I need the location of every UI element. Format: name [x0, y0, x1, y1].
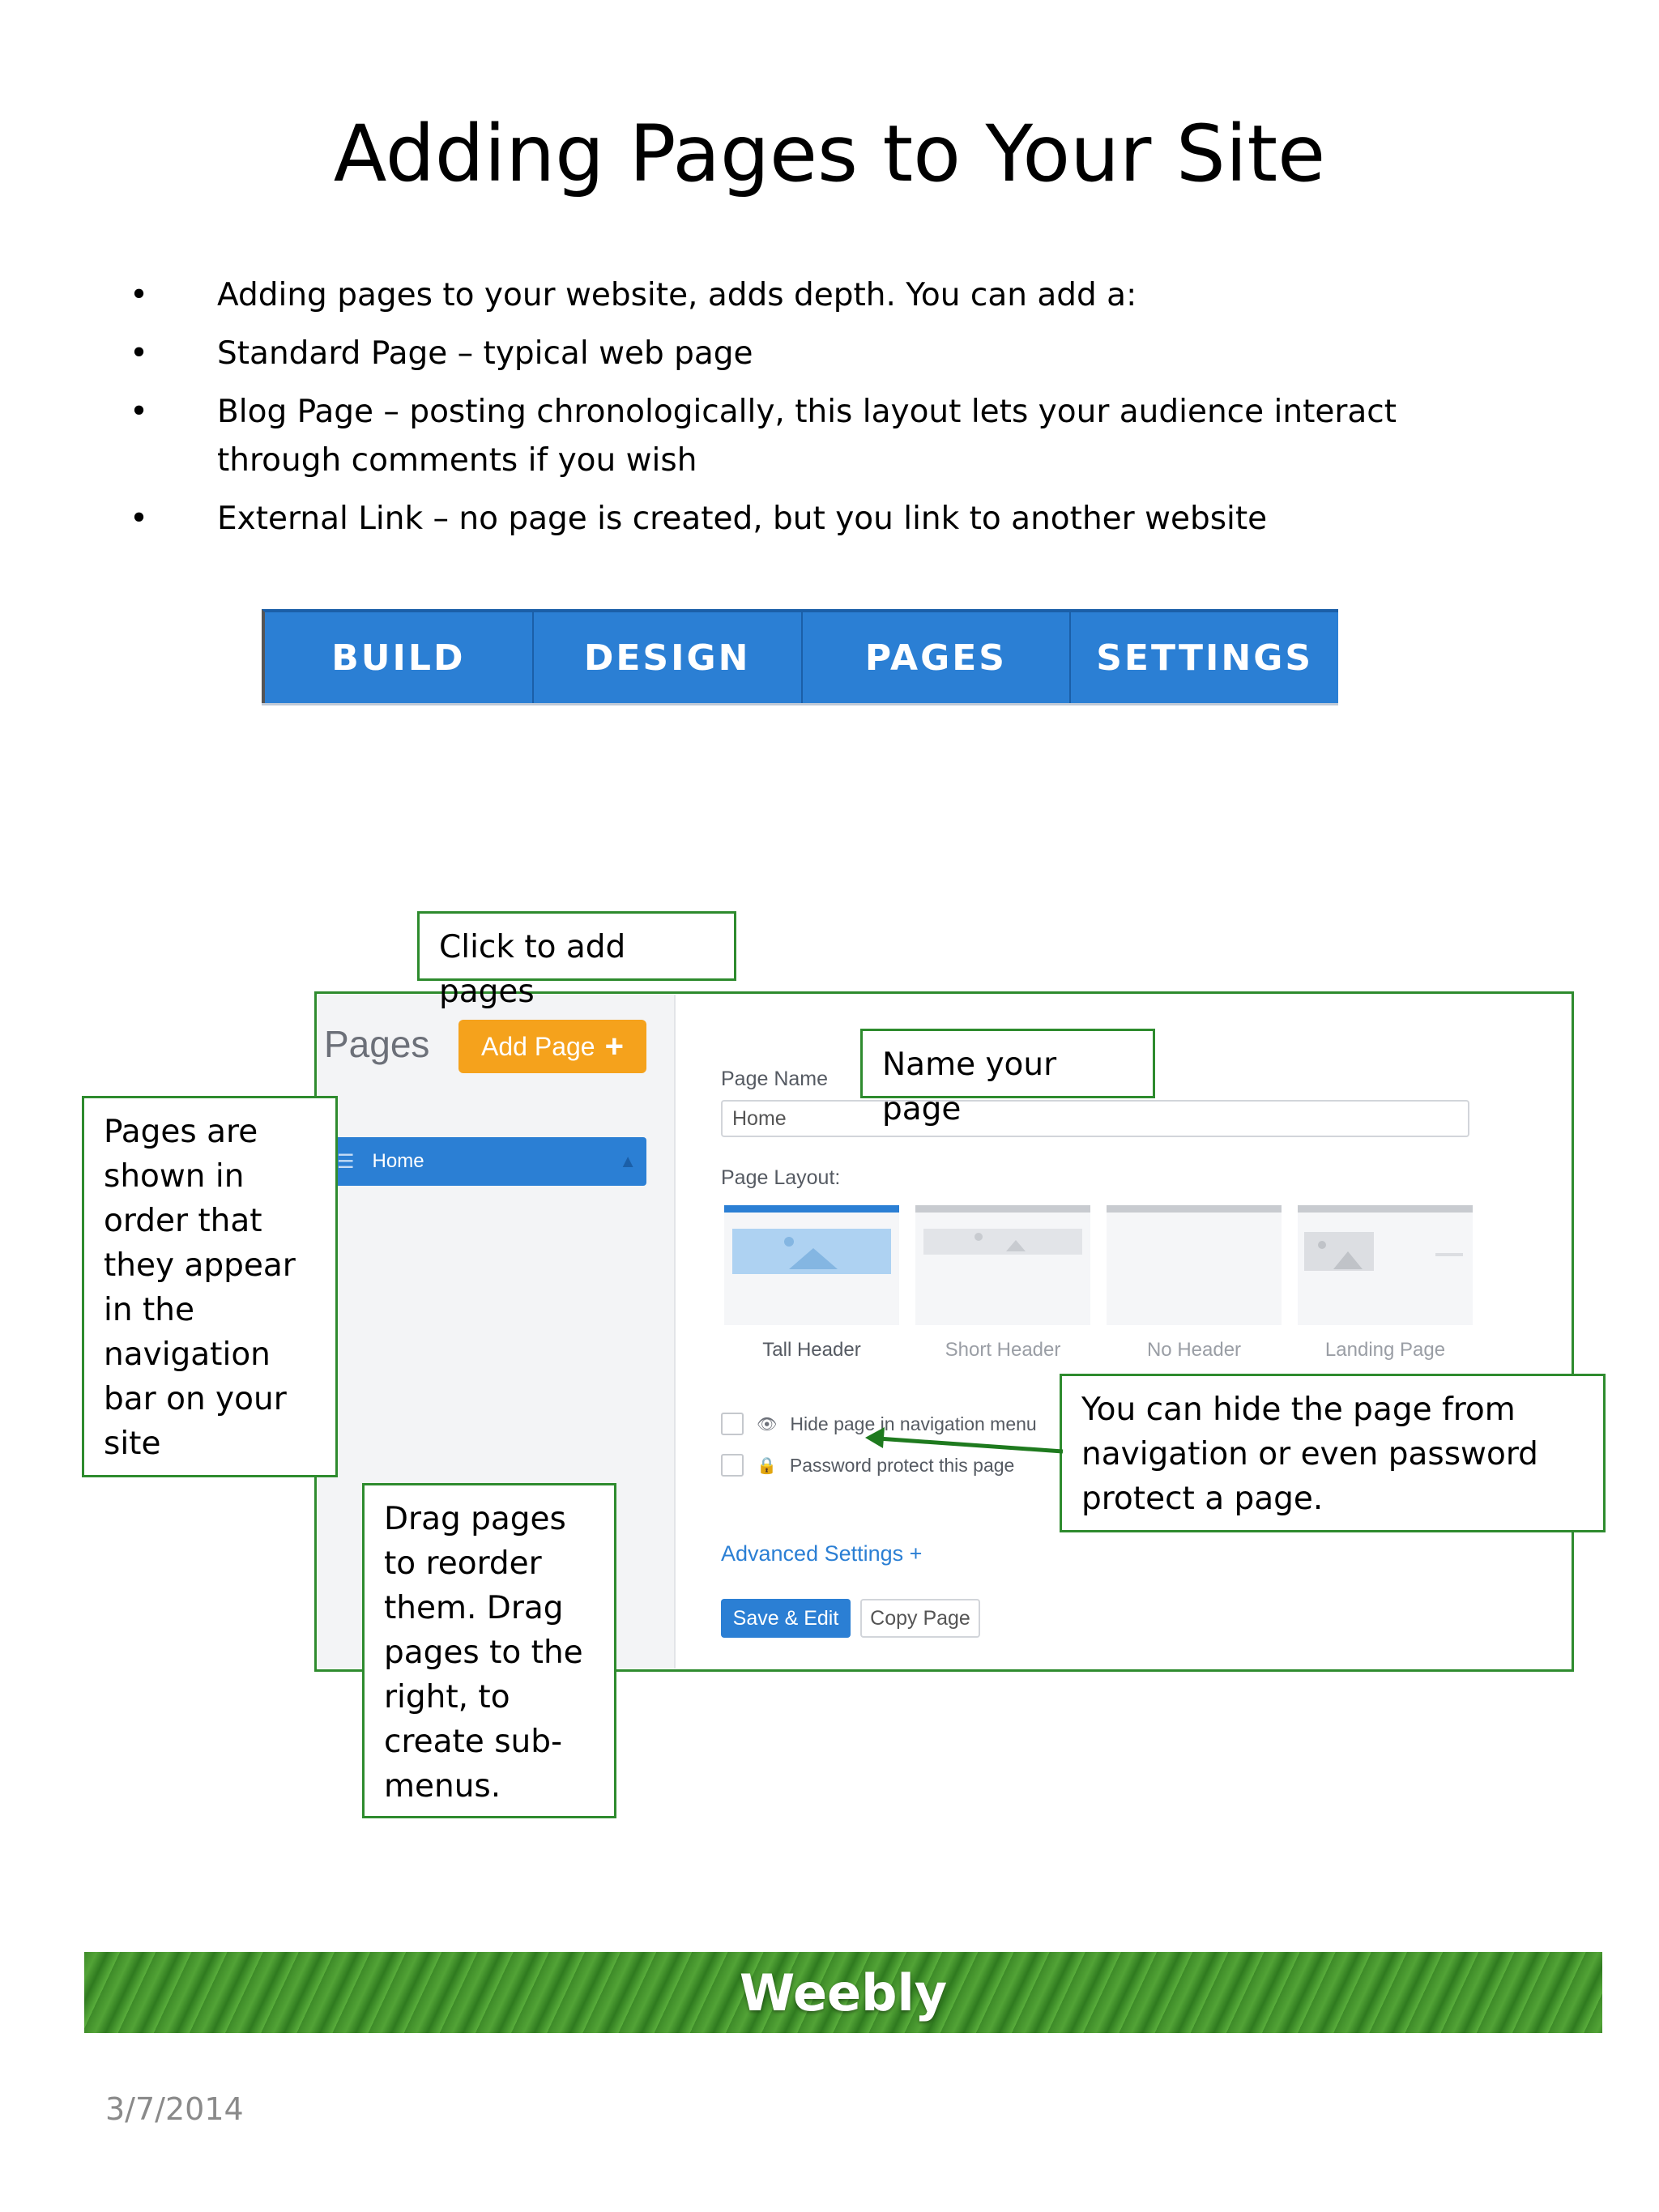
bullet-item: • Adding pages to your website, adds dept…: [130, 271, 1507, 320]
page-title: Adding Pages to Your Site: [333, 109, 1326, 199]
image-placeholder-icon: [923, 1229, 1082, 1255]
bullet-dot: •: [130, 277, 149, 313]
bullet-dot: •: [130, 501, 149, 537]
password-label: Password protect this page: [789, 1454, 1015, 1476]
layout-label-short-header: Short Header: [945, 1339, 1061, 1361]
save-edit-button[interactable]: Save & Edit: [721, 1599, 851, 1638]
password-option[interactable]: 🔒 Password protect this page: [721, 1454, 1014, 1477]
bullet-text: Blog Page – posting chronologically, thi…: [217, 394, 1397, 479]
bullet-item: • Standard Page – typical web page: [130, 330, 1507, 378]
tab-build[interactable]: BUILD: [265, 612, 534, 703]
sidebar-item-home[interactable]: ☰ Home ▲: [331, 1137, 646, 1186]
home-icon: ▲: [619, 1151, 637, 1171]
tab-design[interactable]: DESIGN: [534, 612, 803, 703]
layout-card-no-header[interactable]: [1107, 1205, 1282, 1325]
bullet-text: Adding pages to your website, adds depth…: [217, 277, 1137, 313]
tab-pages[interactable]: PAGES: [803, 612, 1072, 703]
advanced-settings-link[interactable]: Advanced Settings +: [721, 1541, 923, 1566]
footer-banner-title: Weebly: [739, 1963, 948, 2022]
hide-page-label: Hide page in navigation menu: [790, 1413, 1037, 1434]
add-page-button[interactable]: Add Page +: [458, 1020, 646, 1073]
bullet-list: • Adding pages to your website, adds dept…: [130, 271, 1507, 553]
bullet-dot: •: [130, 394, 149, 430]
layout-card-tall-header[interactable]: [724, 1205, 899, 1325]
top-nav-bar: BUILD DESIGN PAGES SETTINGS: [262, 609, 1338, 703]
layout-label-landing-page: Landing Page: [1324, 1339, 1446, 1361]
bullet-text: External Link – no page is created, but …: [217, 501, 1268, 537]
copy-page-button[interactable]: Copy Page: [860, 1599, 980, 1638]
plus-icon: +: [604, 1028, 624, 1064]
password-checkbox[interactable]: [721, 1454, 744, 1477]
layout-card-landing-page[interactable]: [1298, 1205, 1473, 1325]
eye-slash-icon: 👁: [757, 1415, 778, 1434]
lock-icon: 🔒: [757, 1456, 777, 1475]
page-name-label: Page Name: [721, 1068, 829, 1090]
image-placeholder-icon: [732, 1229, 891, 1274]
layout-label-no-header: No Header: [1146, 1339, 1242, 1361]
footer-banner: [84, 1952, 1602, 2033]
bullet-item: • External Link – no page is created, but…: [130, 495, 1507, 543]
bullet-dot: •: [130, 335, 149, 372]
layout-label-tall-header: Tall Header: [762, 1339, 861, 1361]
image-placeholder-icon: [1304, 1232, 1463, 1271]
sidebar-item-label: Home: [372, 1150, 424, 1172]
callout-add-pages: Click to add pages: [417, 911, 736, 1010]
hide-page-checkbox[interactable]: [721, 1413, 744, 1435]
callout-hide-page: You can hide the page from navigation or…: [1060, 1374, 1606, 1532]
hide-page-option[interactable]: 👁 Hide page in navigation menu: [721, 1413, 1037, 1435]
layout-card-short-header[interactable]: [915, 1205, 1090, 1325]
bullet-item: • Blog Page – posting chronologically, th…: [130, 388, 1507, 485]
add-page-label: Add Page: [481, 1031, 595, 1061]
slide-date: 3/7/2014: [105, 2091, 244, 2127]
tab-settings[interactable]: SETTINGS: [1096, 637, 1314, 679]
callout-drag-pages: Drag pages to reorder them. Drag pages t…: [362, 1483, 616, 1818]
page-layout-label: Page Layout:: [721, 1166, 841, 1189]
page-name-input[interactable]: Home: [721, 1100, 1469, 1137]
drag-handle-icon[interactable]: ☰: [337, 1150, 355, 1173]
callout-name-page: Name your page: [860, 1029, 1155, 1127]
callout-page-order: Pages are shown in order that they appea…: [82, 1096, 338, 1477]
callout-arrow-icon: [865, 1427, 1064, 1454]
bullet-text: Standard Page – typical web page: [217, 335, 753, 372]
pages-heading: Pages: [324, 1023, 430, 1065]
